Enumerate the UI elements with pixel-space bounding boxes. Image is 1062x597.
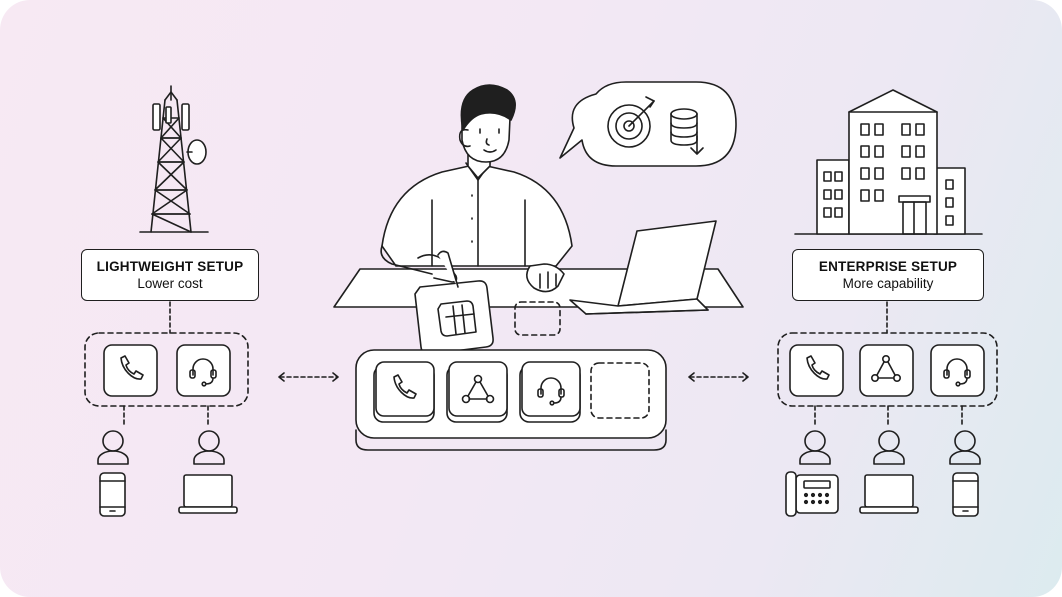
office-building-icon [794,89,983,235]
user-icon [97,430,129,465]
double-arrow-icon [688,372,749,382]
cell-tower-icon [139,85,209,233]
enterprise-setup-label: ENTERPRISE SETUP More capability [792,249,984,301]
lightweight-setup-title: LIGHTWEIGHT SETUP [96,258,244,274]
enterprise-service-group [777,332,998,407]
laptop-icon [178,474,238,514]
pointing-finger [437,250,459,288]
laptop-icon [569,220,717,315]
user-icon [949,430,981,465]
database-download-icon [670,108,704,155]
phone-icon [789,344,844,397]
headset-icon [176,344,231,397]
lightweight-service-group [84,332,249,407]
double-arrow-icon [278,372,339,382]
sim-card-icon [414,280,494,355]
smartphone-icon [99,472,126,517]
network-nodes-icon [859,344,914,397]
user-icon [873,430,905,465]
target-icon [607,96,655,148]
smartphone-icon [952,472,979,517]
lightweight-setup-subtitle: Lower cost [137,275,203,291]
lightweight-setup-label: LIGHTWEIGHT SETUP Lower cost [81,249,259,301]
enterprise-setup-subtitle: More capability [842,275,934,291]
desk-phone-icon [785,471,839,517]
laptop-icon [859,474,919,514]
user-icon [799,430,831,465]
headset-icon [519,361,581,423]
phone-icon [103,344,158,397]
user-icon [193,430,225,465]
headset-icon [930,344,985,397]
empty-slot [590,362,650,419]
network-nodes-icon [446,361,508,423]
enterprise-setup-title: ENTERPRISE SETUP [818,258,958,274]
phone-icon [373,361,435,423]
